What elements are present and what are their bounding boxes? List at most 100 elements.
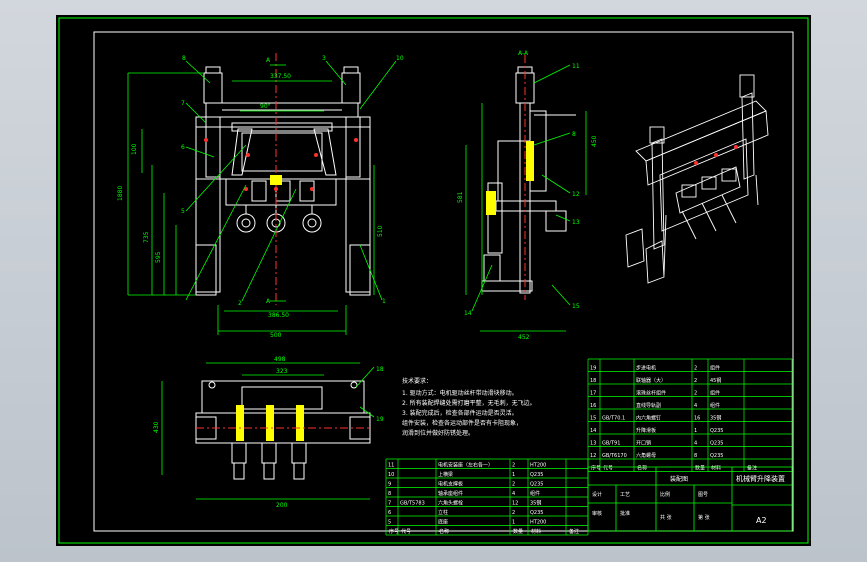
lower-table-cell-name: 六角头螺栓: [438, 500, 463, 507]
upper-table-cell-no: 16: [590, 403, 596, 409]
outer-frame: [58, 17, 809, 544]
lower-table-cell-qty: 12: [512, 501, 518, 507]
lower-table-cell-qty: 4: [512, 491, 515, 497]
lower-table-cell-mat: 组件: [530, 490, 540, 497]
callout-11: 11: [572, 63, 580, 70]
lower-table-cell-name: 立柱: [438, 509, 448, 516]
top-view-dim-text: 498 323 430 200 18 19: [153, 356, 384, 509]
title-block-text: 机械臂升降装置 装配图 A2 设计 审核 工艺 批准 比例 图号 共 张 第 张: [592, 474, 785, 525]
top-view: [195, 380, 371, 480]
upper-table-cell-code: GB/T6170: [602, 453, 627, 459]
upper-table-cell-no: 12: [590, 453, 596, 459]
callout-14: 14: [464, 310, 472, 317]
lower-table-header-qty: 数量: [513, 528, 523, 535]
upper-table-cell-name: 六角螺母: [636, 452, 656, 459]
upper-table-cell-name: 直线导轨副: [636, 402, 661, 409]
upper-table-cell-no: 14: [590, 428, 596, 434]
assembly-drawing: A A 337.50 90° 386.50 500 100 1880 735 5…: [58, 17, 809, 544]
callout-18: 18: [376, 366, 384, 373]
upper-table-cell-qty: 8: [694, 453, 697, 459]
lower-table-header-mat: 材料: [531, 528, 541, 535]
dim-450: 450: [591, 135, 598, 147]
upper-table-cell-no: 13: [590, 441, 596, 447]
lower-table-cell-mat: HT200: [530, 520, 546, 526]
front-view: [195, 66, 371, 296]
callout-10: 10: [396, 55, 404, 62]
side-section-label: A-A: [518, 50, 529, 57]
dim-100: 100: [131, 143, 138, 155]
upper-table-cell-mat: 45钢: [710, 377, 721, 384]
lower-table-cell-mat: Q235: [530, 482, 543, 488]
dim-angle: 90°: [260, 103, 271, 110]
upper-table-cell-qty: 2: [694, 391, 697, 397]
lower-table-cell-name: 电机支撑板: [438, 481, 463, 488]
upper-table-cell-mat: 组件: [710, 390, 720, 397]
isometric-accents: [694, 145, 738, 165]
upper-table-cell-qty: 16: [694, 416, 700, 422]
lower-table-cell-no: 8: [388, 491, 391, 497]
callout-3a: 3: [322, 55, 326, 62]
tb-label-6: 共 张: [660, 514, 672, 521]
upper-table-cell-mat: Q235: [710, 428, 723, 434]
technical-requirements: 技术要求： 1. 驱动方式：电机驱动丝杆带动滑块移动。 2. 所有装配焊缝处需打…: [402, 377, 536, 437]
isometric-view: [625, 74, 769, 284]
upper-table-header-no: 序号: [591, 465, 601, 472]
tb-label-4: 比例: [660, 491, 670, 498]
lower-table-cell-qty: 1: [512, 472, 515, 478]
upper-table-cell-no: 15: [590, 416, 596, 422]
top-view-accents: [196, 405, 370, 441]
drawing-title: 机械臂升降装置: [736, 474, 785, 483]
lower-table-header-note: 备注: [569, 528, 579, 535]
lower-table-cell-qty: 2: [512, 463, 515, 469]
callout-1: 1: [382, 298, 386, 305]
lower-table-cell-mat: Q235: [530, 472, 543, 478]
callout-8: 8: [182, 55, 186, 62]
top-view-dim-lines: [161, 362, 375, 500]
upper-table-cell-mat: Q235: [710, 453, 723, 459]
tech-req-title: 技术要求：: [402, 377, 432, 385]
tb-label-2: 工艺: [620, 492, 630, 498]
drawing-subtitle: 装配图: [670, 475, 688, 483]
upper-table-cell-name: 联轴器（大）: [636, 377, 666, 384]
upper-table-cell-qty: 2: [694, 378, 697, 384]
tech-req-line-3: 3. 装配完成后，检查各部件运动是否灵活。: [402, 409, 518, 417]
callout-15: 15: [572, 303, 580, 310]
upper-table-cell-mat: 组件: [710, 365, 720, 372]
lower-table-cell-no: 5: [388, 520, 391, 526]
side-view-dim-lines: [465, 64, 587, 332]
lower-table-cell-mat: HT200: [530, 463, 546, 469]
front-view-dim-lines: [127, 60, 397, 335]
tb-label-5: 图号: [698, 492, 708, 498]
callout-8b: 8: [572, 131, 576, 138]
dim-1880: 1880: [117, 186, 124, 201]
tech-req-line-5: 润滑到位并做好防锈处理。: [402, 429, 474, 437]
dim-735: 735: [143, 231, 150, 243]
upper-table-cell-name: 开口销: [636, 440, 651, 447]
upper-table-header-note: 备注: [747, 465, 757, 472]
lower-table-cell-name: 上横梁: [438, 471, 453, 478]
upper-table-cell-name: 滚珠丝杆组件: [636, 390, 666, 397]
lower-table-cell-qty: 2: [512, 482, 515, 488]
lower-table-cell-no: 10: [388, 472, 394, 478]
sheet-size: A2: [756, 516, 767, 525]
upper-table-cell-name: 内六角螺钉: [636, 415, 661, 422]
dim-452: 452: [518, 334, 530, 341]
upper-table-cell-name: 升降滑板: [636, 427, 656, 434]
upper-table-cell-qty: 4: [694, 441, 697, 447]
lower-table-cell-qty: 2: [512, 510, 515, 516]
lower-table-grid: [385, 458, 589, 536]
upper-table-cell-mat: Q235: [710, 441, 723, 447]
title-block: [587, 466, 793, 532]
callout-5: 5: [181, 208, 185, 215]
tb-label-1: 审核: [592, 510, 602, 517]
upper-table-cell-mat: 35钢: [710, 415, 721, 422]
tb-label-0: 设计: [592, 491, 602, 498]
lower-table-cell-no: 7: [388, 501, 391, 507]
upper-table-cell-no: 18: [590, 378, 596, 384]
tb-label-7: 第 张: [698, 514, 710, 521]
lower-table-cell-code: GB/T5783: [400, 501, 425, 507]
upper-table-grid: [587, 358, 793, 472]
upper-table-cell-no: 17: [590, 391, 596, 397]
